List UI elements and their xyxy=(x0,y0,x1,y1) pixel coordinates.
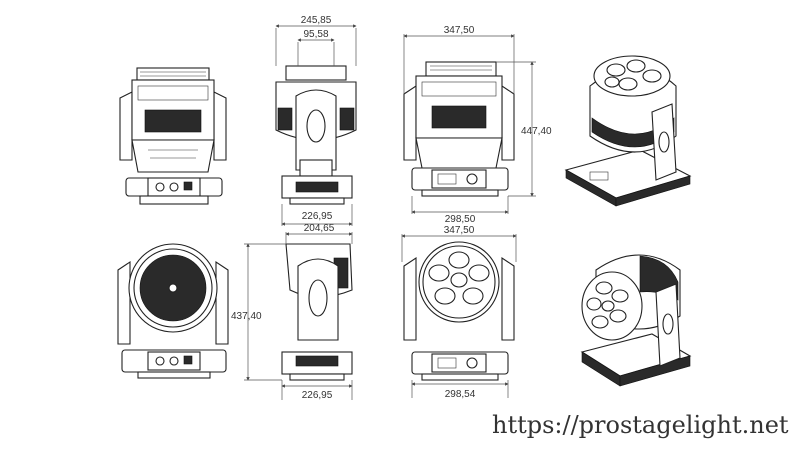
dim-label-height: 447,40 xyxy=(521,126,552,137)
dim-height: 437,40 xyxy=(231,243,286,381)
dim-width: 347,50 xyxy=(403,25,515,94)
dim-label-overall-width: 245,85 xyxy=(301,15,332,26)
view-isometric-top-right xyxy=(564,55,692,207)
dim-width: 347,50 xyxy=(401,225,517,262)
dim-label-base-width: 298,54 xyxy=(445,389,476,400)
dim-base-width: 226,95 xyxy=(281,204,353,226)
view-isometric-bottom-right xyxy=(580,254,692,387)
dim-label-base-width: 226,95 xyxy=(302,211,333,222)
dim-base-width: 298,54 xyxy=(411,380,509,400)
view-rear-top-left xyxy=(119,67,227,205)
cooling-grille xyxy=(144,109,202,133)
dim-arm-width: 95,58 xyxy=(297,29,335,66)
dim-base-width: 226,95 xyxy=(281,380,353,401)
dim-label-base-width: 226,95 xyxy=(302,390,333,401)
petal-lenses xyxy=(428,251,490,305)
dim-label-arm-width: 95,58 xyxy=(303,29,328,40)
view-rear-dimensioned-top: 347,50 447,40 298,50 xyxy=(403,25,552,225)
dim-overall-width: 204,65 xyxy=(285,223,353,244)
watermark-url: https://prostagelight.net xyxy=(492,411,789,439)
dim-height: 447,40 xyxy=(496,61,552,197)
dim-label-width: 347,50 xyxy=(444,225,475,236)
dim-label-height: 437,40 xyxy=(231,311,262,322)
view-front-dimensioned-bottom: 347,50 298,54 xyxy=(401,225,517,400)
view-side-bottom: 204,65 437,40 226,95 xyxy=(231,223,353,401)
dim-base-width: 298,50 xyxy=(411,196,509,225)
dim-label-base-width: 298,50 xyxy=(445,214,476,225)
view-front-bottom-left xyxy=(117,243,229,379)
dim-label-width: 347,50 xyxy=(444,25,475,36)
dim-overall-width: 245,85 xyxy=(275,15,357,66)
view-side-top: 245,85 95,58 226,95 xyxy=(275,15,357,226)
dim-label-overall-width: 204,65 xyxy=(304,223,335,234)
